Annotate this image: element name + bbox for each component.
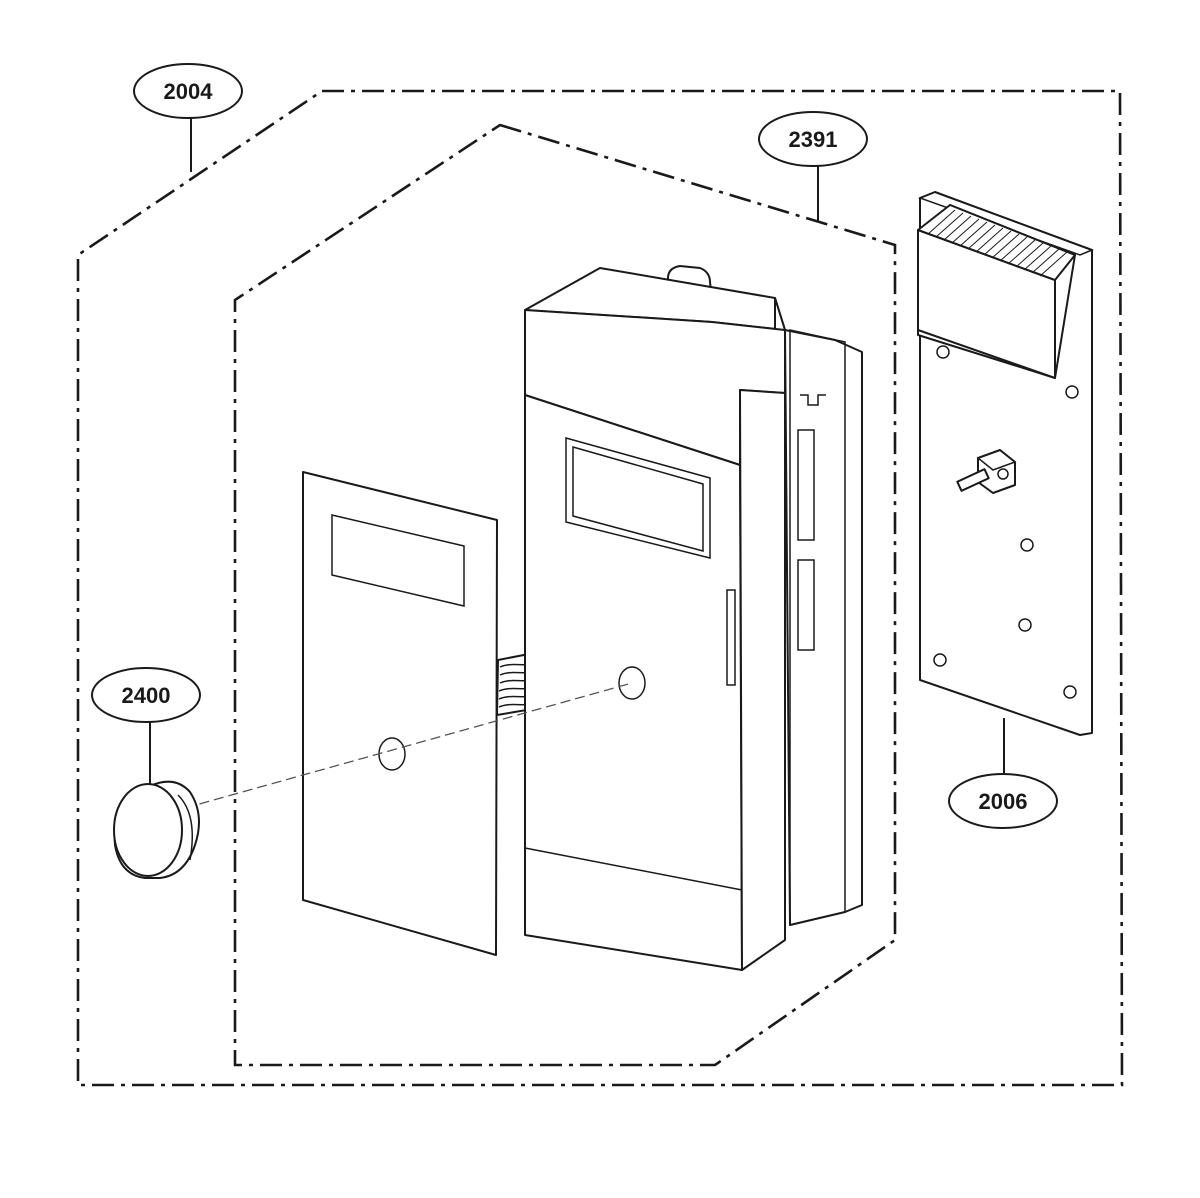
pcb-rotary-encoder (956, 449, 1017, 494)
housing-knob-hole (618, 666, 646, 700)
callout-2004-text: 2004 (164, 79, 214, 104)
callout-2391: 2391 (758, 111, 868, 167)
callout-2004: 2004 (133, 63, 243, 119)
housing-display-window (565, 437, 711, 559)
assembly-axis-line (184, 682, 633, 809)
leader-lines (149, 118, 1005, 785)
callout-2006: 2006 (948, 773, 1058, 829)
housing-side-slot (726, 589, 736, 686)
callout-2006-text: 2006 (979, 789, 1028, 814)
callout-2391-text: 2391 (789, 127, 838, 152)
main-housing (524, 265, 786, 971)
rear-bracket (784, 329, 863, 926)
bracket-slot-upper (797, 429, 815, 541)
sheet-display-window (331, 514, 465, 607)
knob-part (113, 780, 200, 879)
bracket-slot-lower (797, 559, 815, 651)
assembly-2391-boundary (233, 123, 897, 1067)
pcb-connector-fins (927, 209, 1068, 277)
control-panel-sheet (302, 471, 498, 956)
callout-2400: 2400 (91, 667, 201, 723)
pcb-part (917, 191, 1095, 736)
pcb-screw-holes (933, 345, 1079, 699)
callout-2400-text: 2400 (122, 683, 171, 708)
